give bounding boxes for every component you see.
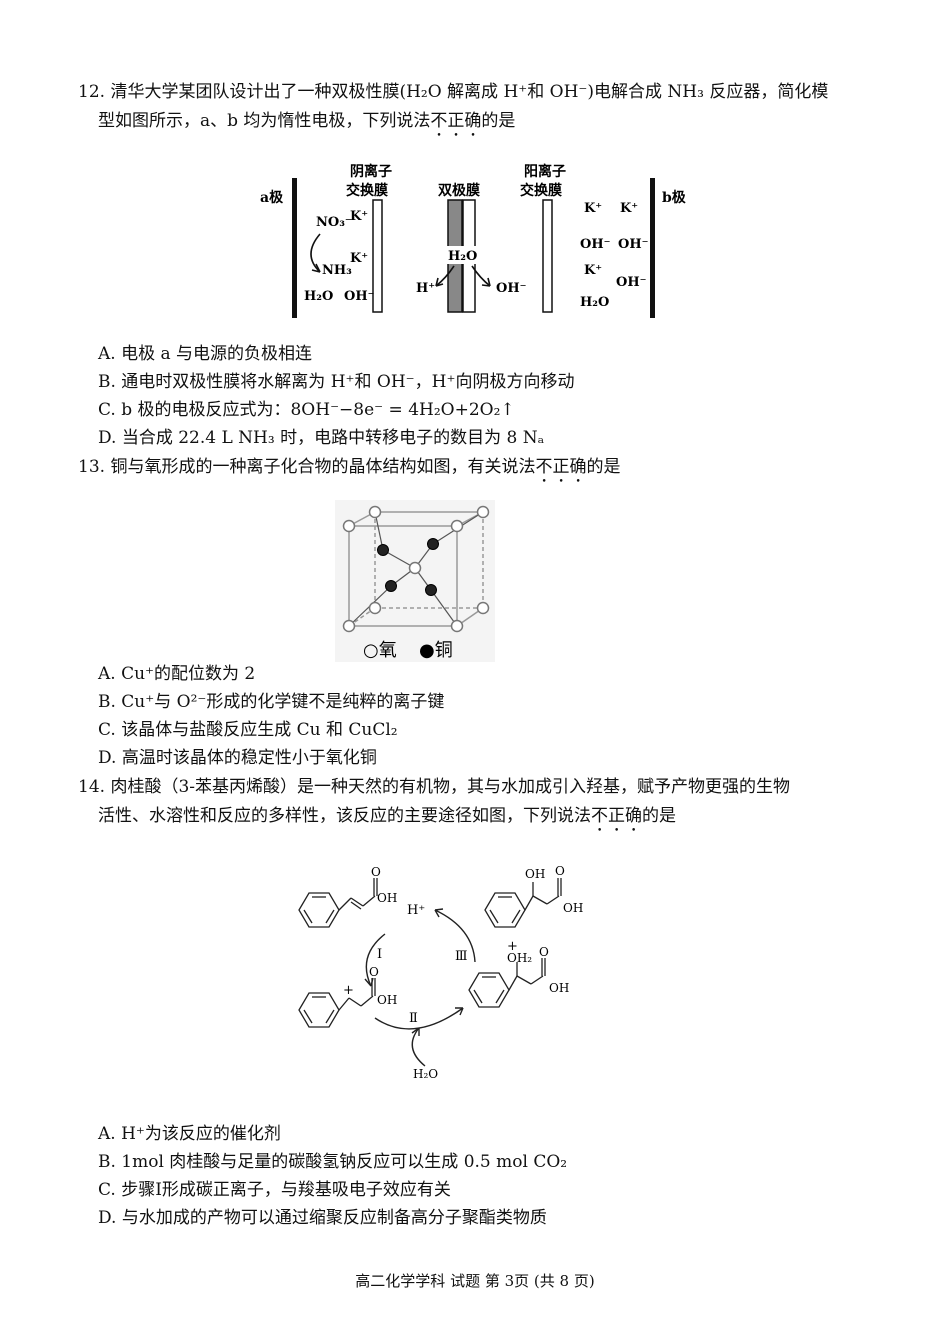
- figure-background: [335, 500, 495, 662]
- q12-stem-line2: 型如图所示，a、b 均为惰性电极，下列说法不正确的是: [98, 111, 516, 131]
- page-footer: 高二化学学科 试题 第 3页 (共 8 页): [355, 1272, 595, 1290]
- hydroxide-right-3: OH⁻: [616, 275, 646, 290]
- cinnamic-o: O: [371, 865, 381, 879]
- anion-exchange-membrane: [372, 199, 383, 313]
- cinnamic-oh: OH: [377, 891, 397, 905]
- nitrate-ion: NO₃⁻: [316, 215, 352, 230]
- hydroxy-acid-product: [484, 878, 562, 928]
- oxygen-atoms: [342, 505, 490, 633]
- hydroxide-center: OH⁻: [496, 281, 526, 296]
- q13-option-b: B. Cu⁺与 O²⁻形成的化学键不是纯粹的离子键: [98, 692, 445, 712]
- oxonium-oh2: OH₂: [507, 951, 532, 965]
- reduction-arrowhead: [311, 263, 321, 273]
- question-12: 12. 清华大学某团队设计出了一种双极性膜(H₂O 解离成 H⁺和 OH⁻)电解…: [78, 78, 878, 141]
- water-center-bg: [446, 246, 478, 264]
- carbocation-o: O: [369, 965, 379, 979]
- oxonium-plus: +: [507, 939, 518, 954]
- question-13: 13. 铜与氧形成的一种离子化合物的晶体结构如图，有关说法不正确的是: [78, 453, 878, 487]
- electrode-a: [292, 178, 297, 318]
- question-14: 14. 肉桂酸（3-苯基丙烯酸）是一种天然的有机物，其与水加成引入羟基，赋予产物…: [78, 773, 878, 836]
- crystal-structure-figure: ○氧 ●铜: [335, 500, 495, 662]
- product-oh-top: OH: [525, 867, 545, 881]
- q12-emphasis: 不正确: [430, 111, 482, 131]
- q13-emphasis: 不正确: [535, 457, 587, 477]
- q12-option-b: B. 通电时双极性膜将水解离为 H⁺和 OH⁻，H⁺向阴极方向移动: [98, 372, 575, 392]
- carbocation-oh: OH: [377, 993, 397, 1007]
- q14-stem-line1: 14. 肉桂酸（3-苯基丙烯酸）是一种天然的有机物，其与水加成引入羟基，赋予产物…: [78, 777, 790, 797]
- potassium-right-1: K⁺: [584, 201, 602, 216]
- q14-stem-line2: 活性、水溶性和反应的多样性，该反应的主要途径如图，下列说法不正确的是: [98, 806, 676, 826]
- electrode-b-label: b极: [662, 189, 687, 206]
- oxonium-o: O: [539, 945, 549, 959]
- cation-membrane-label-2: 交换膜: [520, 182, 562, 199]
- q13-option-d: D. 高温时该晶体的稳定性小于氧化铜: [98, 748, 377, 768]
- step-2-arrow: [374, 1007, 464, 1030]
- step-3-arrow: [434, 909, 476, 963]
- q12-option-a: A. 电极 a 与电源的负极相连: [98, 344, 313, 364]
- step-3-arrowhead: [434, 908, 444, 918]
- reduction-arrow: [310, 233, 321, 273]
- ammonia: NH₃: [322, 263, 352, 278]
- hydroxide-right-1: OH⁻: [580, 237, 610, 252]
- q14-option-d: D. 与水加成的产物可以通过缩聚反应制备高分子聚酯类物质: [98, 1208, 547, 1228]
- proton: H⁺: [416, 281, 435, 296]
- cation-membrane-label-1: 阳离子: [524, 163, 566, 180]
- legend-copper: ●铜: [419, 640, 453, 661]
- product-oh: OH: [563, 901, 583, 915]
- water-arrow: [411, 1027, 426, 1067]
- water-arrowhead: [411, 1027, 420, 1036]
- step-1-label: Ⅰ: [377, 947, 382, 962]
- product-o: O: [555, 864, 565, 878]
- water-right: H₂O: [580, 295, 609, 310]
- carbocation-plus: +: [343, 983, 354, 998]
- hydroxide-left: OH⁻: [344, 289, 374, 304]
- anion-membrane-label-1: 阴离子: [350, 163, 392, 180]
- cinnamic-acid: [298, 878, 378, 928]
- q14-option-c: C. 步骤Ⅰ形成碳正离子，与羧基吸电子效应有关: [98, 1180, 451, 1200]
- step-1-arrow: [365, 933, 386, 987]
- q12-stem-line1: 12. 清华大学某团队设计出了一种双极性膜(H₂O 解离成 H⁺和 OH⁻)电解…: [78, 82, 829, 102]
- anion-membrane-label-2: 交换膜: [346, 182, 388, 199]
- q13-option-a: A. Cu⁺的配位数为 2: [98, 664, 256, 684]
- reaction-cycle-figure: O OH OH O OH + O OH +: [298, 864, 583, 1081]
- cation-exchange-membrane: [542, 199, 553, 313]
- electrode-b: [650, 178, 655, 318]
- step-2-label: Ⅱ: [409, 1011, 418, 1026]
- hydroxide-arrow: [471, 265, 491, 287]
- hydroxide-right-2: OH⁻: [618, 237, 648, 252]
- oxonium-oh: OH: [549, 981, 569, 995]
- water-center: H₂O: [448, 249, 477, 264]
- oxonium-intermediate: [468, 958, 546, 1008]
- hydroxide-arrowhead: [481, 277, 491, 287]
- potassium-left-1: K⁺: [350, 209, 368, 224]
- copper-atoms: [377, 538, 439, 596]
- electrode-a-label: a极: [260, 189, 284, 206]
- proton-arrow: [435, 265, 455, 287]
- q13-stem-line1: 13. 铜与氧形成的一种离子化合物的晶体结构如图，有关说法不正确的是: [78, 457, 621, 477]
- potassium-right-3: K⁺: [584, 263, 602, 278]
- water-left: H₂O: [304, 289, 333, 304]
- potassium-left-2: K⁺: [350, 251, 368, 266]
- potassium-right-2: K⁺: [620, 201, 638, 216]
- q12-option-c: C. b 极的电极反应式为：8OH⁻−8e⁻ = 4H₂O+2O₂↑: [98, 400, 515, 420]
- bipolar-membrane-label: 双极膜: [438, 182, 480, 199]
- proton-arrowhead: [435, 277, 444, 287]
- legend-oxygen: ○氧: [363, 640, 397, 661]
- water-reagent: H₂O: [413, 1067, 438, 1081]
- catalyst-proton: H⁺: [407, 903, 425, 918]
- q14-emphasis: 不正确: [591, 806, 642, 826]
- q12-option-d: D. 当合成 22.4 L NH₃ 时，电路中转移电子的数目为 8 Nₐ: [98, 428, 545, 448]
- q14-option-a: A. H⁺为该反应的催化剂: [98, 1124, 281, 1144]
- q13-option-c: C. 该晶体与盐酸反应生成 Cu 和 CuCl₂: [98, 720, 398, 740]
- step-3-label: Ⅲ: [455, 949, 468, 964]
- step-2-arrowhead: [455, 1007, 464, 1016]
- step-1-arrowhead: [364, 977, 374, 987]
- q14-option-b: B. 1mol 肉桂酸与足量的碳酸氢钠反应可以生成 0.5 mol CO₂: [98, 1152, 568, 1172]
- carbocation-intermediate: [298, 978, 376, 1028]
- electrolyzer-diagram: a极 阴离子 交换膜 双极膜 阳离子 交换膜 b极 NO₃⁻ K⁺ NH₃ K⁺…: [260, 163, 687, 318]
